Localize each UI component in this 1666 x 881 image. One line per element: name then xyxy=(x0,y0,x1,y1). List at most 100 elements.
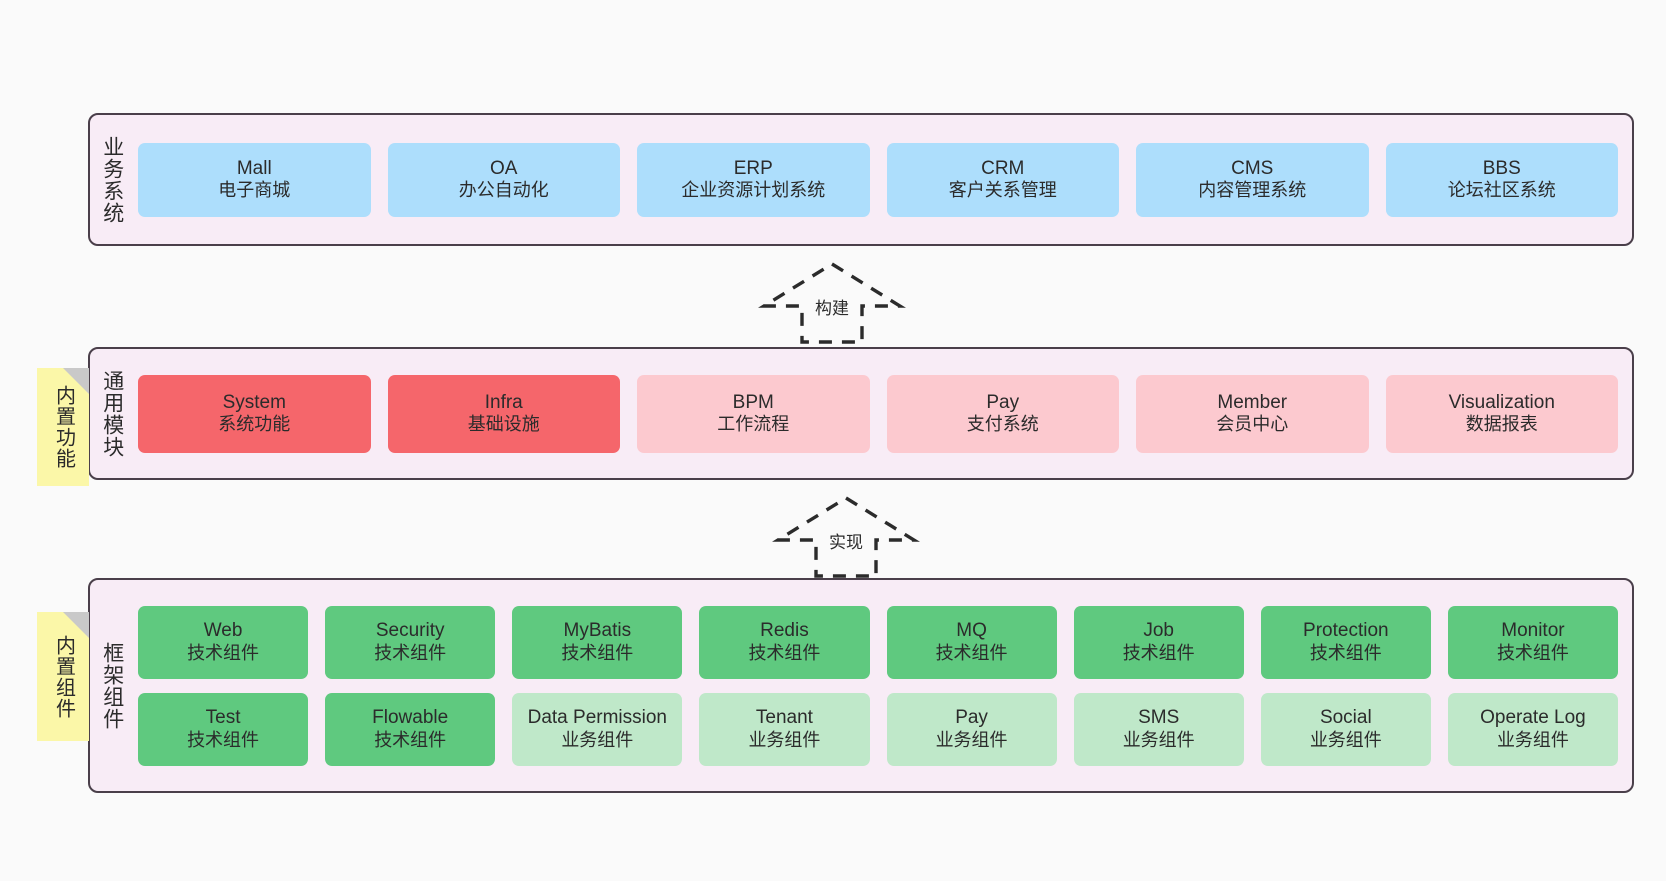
card-subtitle: 技术组件 xyxy=(187,729,260,750)
dashed-hollow-arrow-up-icon xyxy=(758,262,906,344)
card-title: Member xyxy=(1217,391,1288,413)
card-title: Social xyxy=(1319,707,1372,729)
card-system[interactable]: System 系统功能 xyxy=(138,374,371,453)
card-oa[interactable]: OA 办公自动化 xyxy=(387,142,620,217)
card-subtitle: 技术组件 xyxy=(561,642,634,663)
card-security[interactable]: Security 技术组件 xyxy=(325,605,496,679)
card-title: Visualization xyxy=(1448,391,1555,413)
layer-body-business-system: Mall 电子商城 OA 办公自动化 ERP 企业资源计划系统 CRM 客户关系… xyxy=(134,115,1632,244)
card-title: CMS xyxy=(1231,157,1274,179)
card-title: Mall xyxy=(236,157,272,179)
card-subtitle: 工作流程 xyxy=(717,414,790,435)
card-title: Web xyxy=(203,620,243,642)
card-crm[interactable]: CRM 客户关系管理 xyxy=(886,142,1119,217)
card-redis[interactable]: Redis 技术组件 xyxy=(699,605,870,679)
card-title: ERP xyxy=(733,157,773,179)
card-pay-business[interactable]: Pay 业务组件 xyxy=(886,692,1057,766)
layer-title-framework-components: 框架组件 xyxy=(100,641,124,730)
arrow-label-build: 构建 xyxy=(815,299,849,318)
card-infra[interactable]: Infra 基础设施 xyxy=(387,374,620,453)
card-title: MQ xyxy=(956,620,987,642)
card-title: BBS xyxy=(1482,157,1521,179)
card-monitor[interactable]: Monitor 技术组件 xyxy=(1447,605,1618,679)
card-title: Security xyxy=(375,620,445,642)
card-tenant[interactable]: Tenant 业务组件 xyxy=(699,692,870,766)
card-title: Job xyxy=(1143,620,1174,642)
card-job[interactable]: Job 技术组件 xyxy=(1073,605,1244,679)
card-title: SMS xyxy=(1138,707,1180,729)
card-erp[interactable]: ERP 企业资源计划系统 xyxy=(637,142,870,217)
row-technical-components: Web 技术组件 Security 技术组件 MyBatis 技术组件 Redi… xyxy=(138,605,1618,679)
card-subtitle: 客户关系管理 xyxy=(948,180,1057,201)
layer-title-common-modules: 通用模块 xyxy=(100,369,124,458)
card-title: BPM xyxy=(732,391,774,413)
row-business-systems: Mall 电子商城 OA 办公自动化 ERP 企业资源计划系统 CRM 客户关系… xyxy=(138,142,1618,217)
card-subtitle: 业务组件 xyxy=(1496,729,1569,750)
layer-title-business-system: 业务系统 xyxy=(100,135,124,224)
card-subtitle: 技术组件 xyxy=(1122,642,1195,663)
card-bpm[interactable]: BPM 工作流程 xyxy=(637,374,870,453)
card-subtitle: 业务组件 xyxy=(935,729,1008,750)
card-mq[interactable]: MQ 技术组件 xyxy=(886,605,1057,679)
layer-body-common-modules: System 系统功能 Infra 基础设施 BPM 工作流程 Pay 支付系统… xyxy=(134,349,1632,478)
card-subtitle: 系统功能 xyxy=(218,414,291,435)
card-web[interactable]: Web 技术组件 xyxy=(138,605,309,679)
card-flowable[interactable]: Flowable 技术组件 xyxy=(325,692,496,766)
layer-body-framework-components: Web 技术组件 Security 技术组件 MyBatis 技术组件 Redi… xyxy=(134,580,1632,791)
card-title: Infra xyxy=(484,391,523,413)
card-visualization[interactable]: Visualization 数据报表 xyxy=(1385,374,1618,453)
card-subtitle: 技术组件 xyxy=(935,642,1008,663)
card-subtitle: 技术组件 xyxy=(187,642,260,663)
card-subtitle: 基础设施 xyxy=(467,414,540,435)
card-subtitle: 业务组件 xyxy=(1309,729,1382,750)
card-title: Operate Log xyxy=(1480,707,1586,729)
card-data-permission[interactable]: Data Permission 业务组件 xyxy=(512,692,683,766)
card-title: Tenant xyxy=(755,707,813,729)
arrow-label-implement: 实现 xyxy=(829,533,863,552)
card-member[interactable]: Member 会员中心 xyxy=(1136,374,1369,453)
card-subtitle: 企业资源计划系统 xyxy=(681,180,826,201)
generalization-arrow-implement: 实现 xyxy=(766,492,926,578)
card-subtitle: 论坛社区系统 xyxy=(1447,180,1556,201)
row-common-modules: System 系统功能 Infra 基础设施 BPM 工作流程 Pay 支付系统… xyxy=(138,374,1618,453)
card-mybatis[interactable]: MyBatis 技术组件 xyxy=(512,605,683,679)
card-bbs[interactable]: BBS 论坛社区系统 xyxy=(1385,142,1618,217)
layer-common-modules: 通用模块 System 系统功能 Infra 基础设施 BPM 工作流程 Pay xyxy=(88,347,1634,480)
card-sms[interactable]: SMS 业务组件 xyxy=(1073,692,1244,766)
card-title: Monitor xyxy=(1501,620,1565,642)
card-subtitle: 业务组件 xyxy=(1122,729,1195,750)
card-subtitle: 内容管理系统 xyxy=(1198,180,1307,201)
row-business-components: Test 技术组件 Flowable 技术组件 Data Permission … xyxy=(138,692,1618,766)
card-title: Test xyxy=(205,707,241,729)
card-test[interactable]: Test 技术组件 xyxy=(138,692,309,766)
card-protection[interactable]: Protection 技术组件 xyxy=(1260,605,1431,679)
card-title: Pay xyxy=(986,391,1020,413)
card-pay[interactable]: Pay 支付系统 xyxy=(886,374,1119,453)
card-subtitle: 技术组件 xyxy=(748,642,821,663)
sticky-note-label: 内置组件 xyxy=(52,634,75,719)
card-title: System xyxy=(222,391,286,413)
card-title: Protection xyxy=(1303,620,1389,642)
card-cms[interactable]: CMS 内容管理系统 xyxy=(1136,142,1369,217)
card-subtitle: 业务组件 xyxy=(561,729,634,750)
card-operate-log[interactable]: Operate Log 业务组件 xyxy=(1447,692,1618,766)
card-mall[interactable]: Mall 电子商城 xyxy=(138,142,371,217)
sticky-note-label: 内置功能 xyxy=(52,385,75,469)
card-subtitle: 电子商城 xyxy=(218,180,291,201)
dashed-hollow-arrow-up-icon xyxy=(772,496,920,578)
layer-business-system: 业务系统 Mall 电子商城 OA 办公自动化 ERP 企业资源计划系统 CRM xyxy=(88,113,1634,246)
card-subtitle: 办公自动化 xyxy=(458,180,549,201)
card-subtitle: 技术组件 xyxy=(1496,642,1569,663)
layer-framework-components: 框架组件 Web 技术组件 Security 技术组件 MyBatis 技术组件… xyxy=(88,578,1634,793)
card-title: Data Permission xyxy=(527,707,667,729)
card-title: MyBatis xyxy=(563,620,632,642)
card-title: Pay xyxy=(955,707,988,729)
card-subtitle: 业务组件 xyxy=(748,729,821,750)
card-subtitle: 技术组件 xyxy=(1309,642,1382,663)
card-title: CRM xyxy=(981,157,1025,179)
sticky-note-builtin-components: 内置组件 xyxy=(37,612,89,741)
sticky-note-builtin-features: 内置功能 xyxy=(37,368,89,486)
card-title: Flowable xyxy=(372,707,449,729)
card-social[interactable]: Social 业务组件 xyxy=(1260,692,1431,766)
card-subtitle: 数据报表 xyxy=(1465,414,1538,435)
